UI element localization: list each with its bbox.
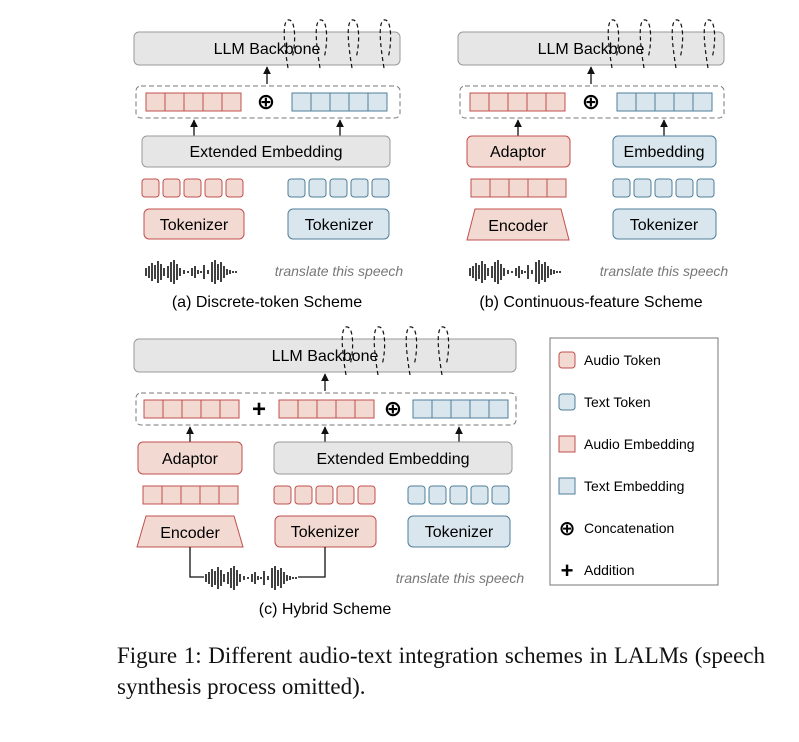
llm-backbone-label: LLM Backbone bbox=[272, 348, 379, 365]
waveform-icon bbox=[205, 566, 297, 590]
audio-discrete-tokens bbox=[273, 485, 376, 505]
sequence-box bbox=[135, 85, 401, 119]
legend-label: Audio Embedding bbox=[584, 436, 695, 452]
audio-token-row bbox=[145, 92, 242, 112]
audio-tokenizer-label: Tokenizer bbox=[160, 217, 229, 234]
legend: Audio Token Text Token Audio Embedding T… bbox=[549, 337, 719, 586]
adaptor-label: Adaptor bbox=[490, 144, 547, 161]
text-input: translate this speech bbox=[275, 263, 404, 279]
text-embedding-icon bbox=[558, 477, 576, 495]
integration-schemes-diagram: LLM Backbone ⊕ Extended Embedding Tokeni… bbox=[133, 19, 729, 618]
waveform-connector bbox=[189, 547, 326, 578]
text-discrete-tokens bbox=[612, 178, 715, 198]
adaptor-label: Adaptor bbox=[162, 451, 219, 468]
legend-label: Addition bbox=[584, 562, 635, 578]
text-token-icon bbox=[558, 393, 576, 411]
audio-embedding-icon bbox=[558, 435, 576, 453]
extended-embedding-label: Extended Embedding bbox=[190, 144, 343, 161]
text-tokenizer-label: Tokenizer bbox=[425, 524, 494, 541]
scheme-c: LLM Backbone + ⊕ Adaptor Extended Embedd… bbox=[133, 326, 525, 618]
legend-label: Audio Token bbox=[584, 352, 661, 368]
audio-discrete-tokens bbox=[141, 178, 244, 198]
llm-backbone-box bbox=[133, 31, 401, 66]
text-discrete-tokens bbox=[407, 485, 510, 505]
concat-icon: ⊕ bbox=[559, 518, 576, 540]
audio-token-icon bbox=[558, 351, 576, 369]
addition-icon: + bbox=[561, 558, 574, 583]
audio-feature-row bbox=[142, 485, 239, 505]
encoder-box bbox=[136, 515, 244, 548]
extended-embedding-box bbox=[141, 135, 391, 168]
text-tokenizer-label: Tokenizer bbox=[305, 217, 374, 234]
scheme-b: LLM Backbone ⊕ Adaptor Embedding Encoder… bbox=[457, 19, 729, 311]
waveform-icon bbox=[469, 260, 561, 284]
llm-backbone-box bbox=[133, 338, 517, 373]
legend-label: Text Token bbox=[584, 394, 651, 410]
concat-symbol: ⊕ bbox=[582, 89, 600, 114]
scheme-a-label: (a) Discrete-token Scheme bbox=[172, 294, 362, 311]
text-tokenizer-label: Tokenizer bbox=[630, 217, 699, 234]
generation-loops bbox=[283, 19, 392, 69]
sequence-box bbox=[135, 392, 517, 426]
adaptor-box bbox=[466, 135, 571, 168]
llm-backbone-label: LLM Backbone bbox=[538, 41, 645, 58]
llm-backbone-label: LLM Backbone bbox=[214, 41, 321, 58]
generation-loops bbox=[341, 326, 450, 376]
audio-feature-row bbox=[470, 178, 567, 198]
audio-tokenizer-box bbox=[143, 208, 245, 240]
text-token-row bbox=[291, 92, 388, 112]
concat-symbol: ⊕ bbox=[257, 89, 275, 114]
adaptor-box bbox=[137, 441, 243, 475]
scheme-a: LLM Backbone ⊕ Extended Embedding Tokeni… bbox=[133, 19, 404, 311]
text-discrete-tokens bbox=[287, 178, 390, 198]
text-tokenizer-box bbox=[407, 515, 511, 548]
sequence-box bbox=[459, 85, 725, 119]
encoder-box bbox=[466, 208, 570, 241]
text-input: translate this speech bbox=[396, 570, 525, 586]
legend-label: Concatenation bbox=[584, 520, 674, 536]
figure-caption: Figure 1: Different audio-text integrati… bbox=[117, 643, 765, 699]
encoder-label: Encoder bbox=[488, 218, 548, 235]
waveform-icon bbox=[145, 260, 237, 284]
text-input: translate this speech bbox=[600, 263, 729, 279]
text-embedding-row bbox=[616, 92, 713, 112]
audio-tokenizer-label: Tokenizer bbox=[291, 524, 360, 541]
encoder-label: Encoder bbox=[160, 525, 220, 542]
audio-embedding-row bbox=[469, 92, 566, 112]
scheme-c-label: (c) Hybrid Scheme bbox=[259, 601, 392, 618]
audio-token-row bbox=[278, 399, 375, 419]
extended-embedding-box bbox=[273, 441, 513, 475]
llm-backbone-box bbox=[457, 31, 725, 66]
legend-label: Text Embedding bbox=[584, 478, 684, 494]
addition-symbol: + bbox=[252, 396, 266, 423]
scheme-b-label: (b) Continuous-feature Scheme bbox=[479, 294, 702, 311]
embedding-box bbox=[612, 135, 717, 168]
legend-frame bbox=[549, 337, 719, 586]
audio-embedding-row bbox=[143, 399, 240, 419]
concat-symbol: ⊕ bbox=[384, 396, 402, 421]
embedding-label: Embedding bbox=[624, 144, 705, 161]
text-tokenizer-box bbox=[287, 208, 390, 240]
text-token-row bbox=[412, 399, 509, 419]
generation-loops bbox=[607, 19, 716, 69]
text-tokenizer-box bbox=[612, 208, 717, 240]
extended-embedding-label: Extended Embedding bbox=[317, 451, 470, 468]
